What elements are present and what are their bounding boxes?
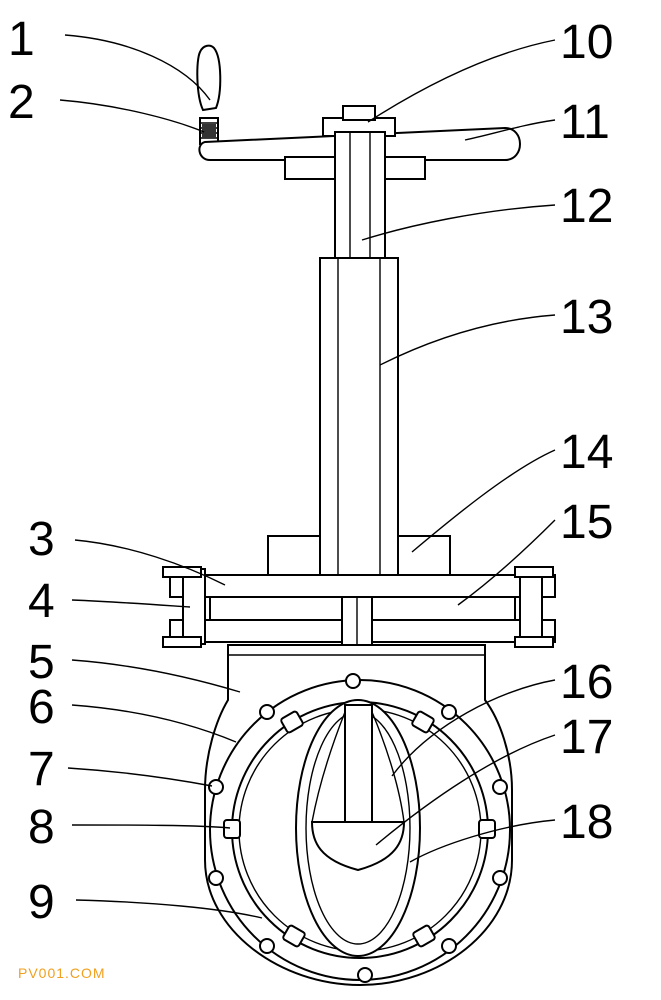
label-8: 8 xyxy=(28,801,55,854)
gate-plate xyxy=(295,699,421,957)
label-9: 9 xyxy=(28,876,55,929)
seal-clamps xyxy=(223,710,496,948)
bolt-holes xyxy=(208,673,508,983)
label-18: 18 xyxy=(560,796,613,849)
label-14: 14 xyxy=(560,426,613,479)
label-2: 2 xyxy=(8,76,35,129)
label-11: 11 xyxy=(560,96,610,149)
label-13: 13 xyxy=(560,291,613,344)
label-12: 12 xyxy=(560,180,613,233)
stem-sleeve xyxy=(319,257,399,577)
label-4: 4 xyxy=(28,575,55,628)
label-16: 16 xyxy=(560,656,613,709)
label-17: 17 xyxy=(560,711,613,764)
bonnet-assembly xyxy=(162,566,556,668)
leader-lines xyxy=(59,34,556,919)
valve-stem xyxy=(334,131,386,261)
label-10: 10 xyxy=(560,16,613,69)
label-6: 6 xyxy=(28,681,55,734)
label-1: 1 xyxy=(8,13,35,66)
label-7: 7 xyxy=(28,743,55,796)
label-5: 5 xyxy=(28,636,55,689)
part-numbers: 1 2 3 4 5 6 7 8 9 10 11 12 13 14 15 16 1… xyxy=(8,13,613,929)
watermark: PV001.COM xyxy=(18,965,106,981)
label-3: 3 xyxy=(28,513,55,566)
threaded-joint xyxy=(199,117,219,145)
label-15: 15 xyxy=(560,496,613,549)
hand-knob xyxy=(196,44,222,112)
